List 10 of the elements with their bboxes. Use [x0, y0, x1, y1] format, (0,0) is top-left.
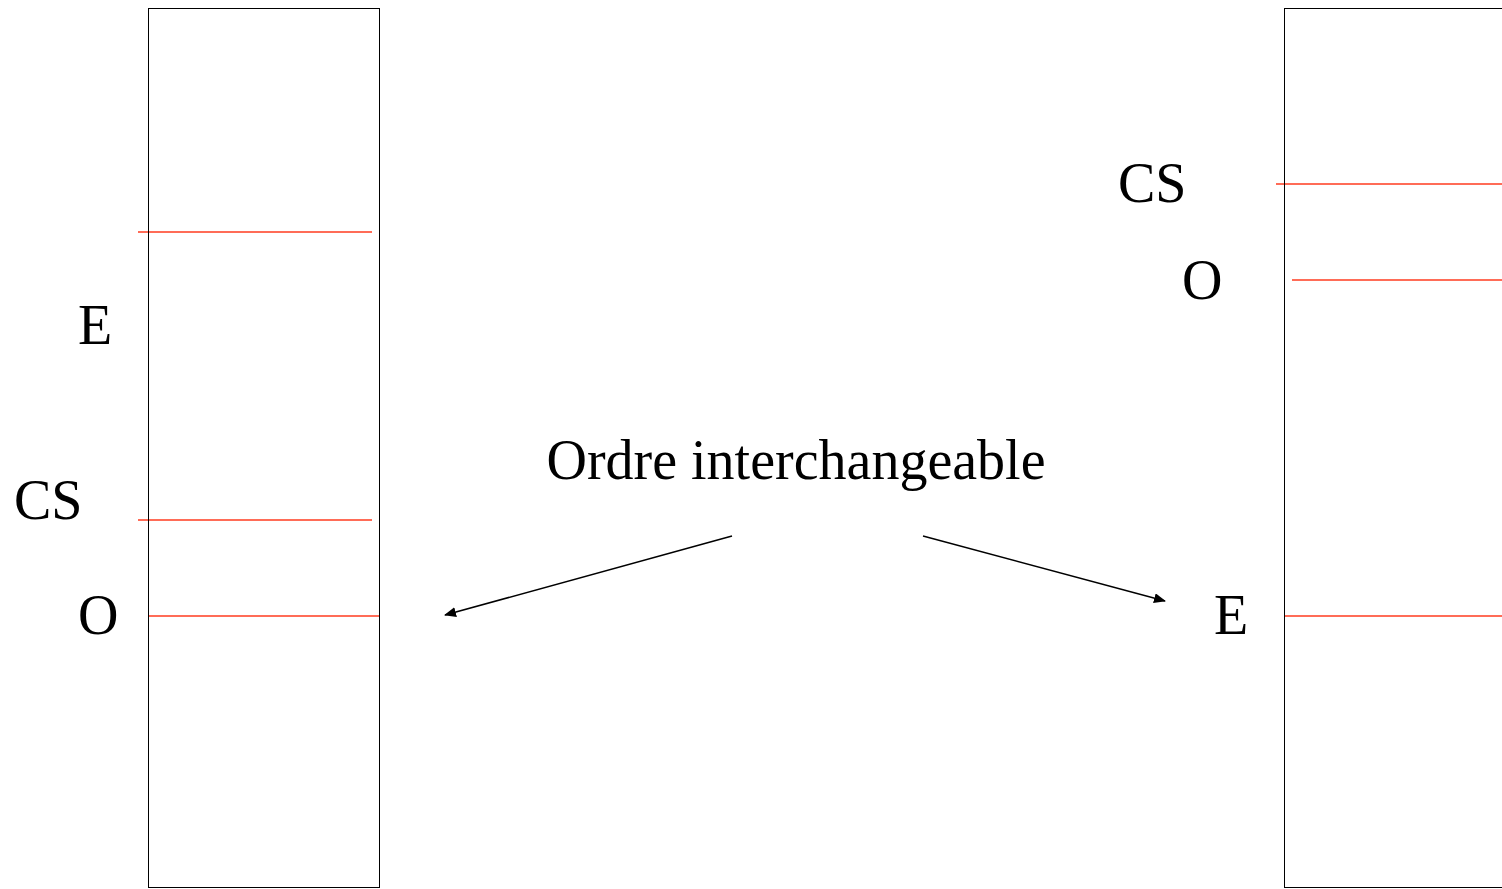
- level-label: E: [1214, 587, 1249, 643]
- arrow: [444, 535, 733, 617]
- arrow: [922, 535, 1166, 603]
- level-label: CS: [14, 472, 83, 528]
- column-box: [148, 8, 380, 888]
- level-label: CS: [1118, 155, 1187, 211]
- level-label: E: [78, 297, 113, 353]
- level-label: O: [1182, 252, 1223, 308]
- column-box: [1284, 8, 1502, 888]
- level-label: O: [78, 587, 119, 643]
